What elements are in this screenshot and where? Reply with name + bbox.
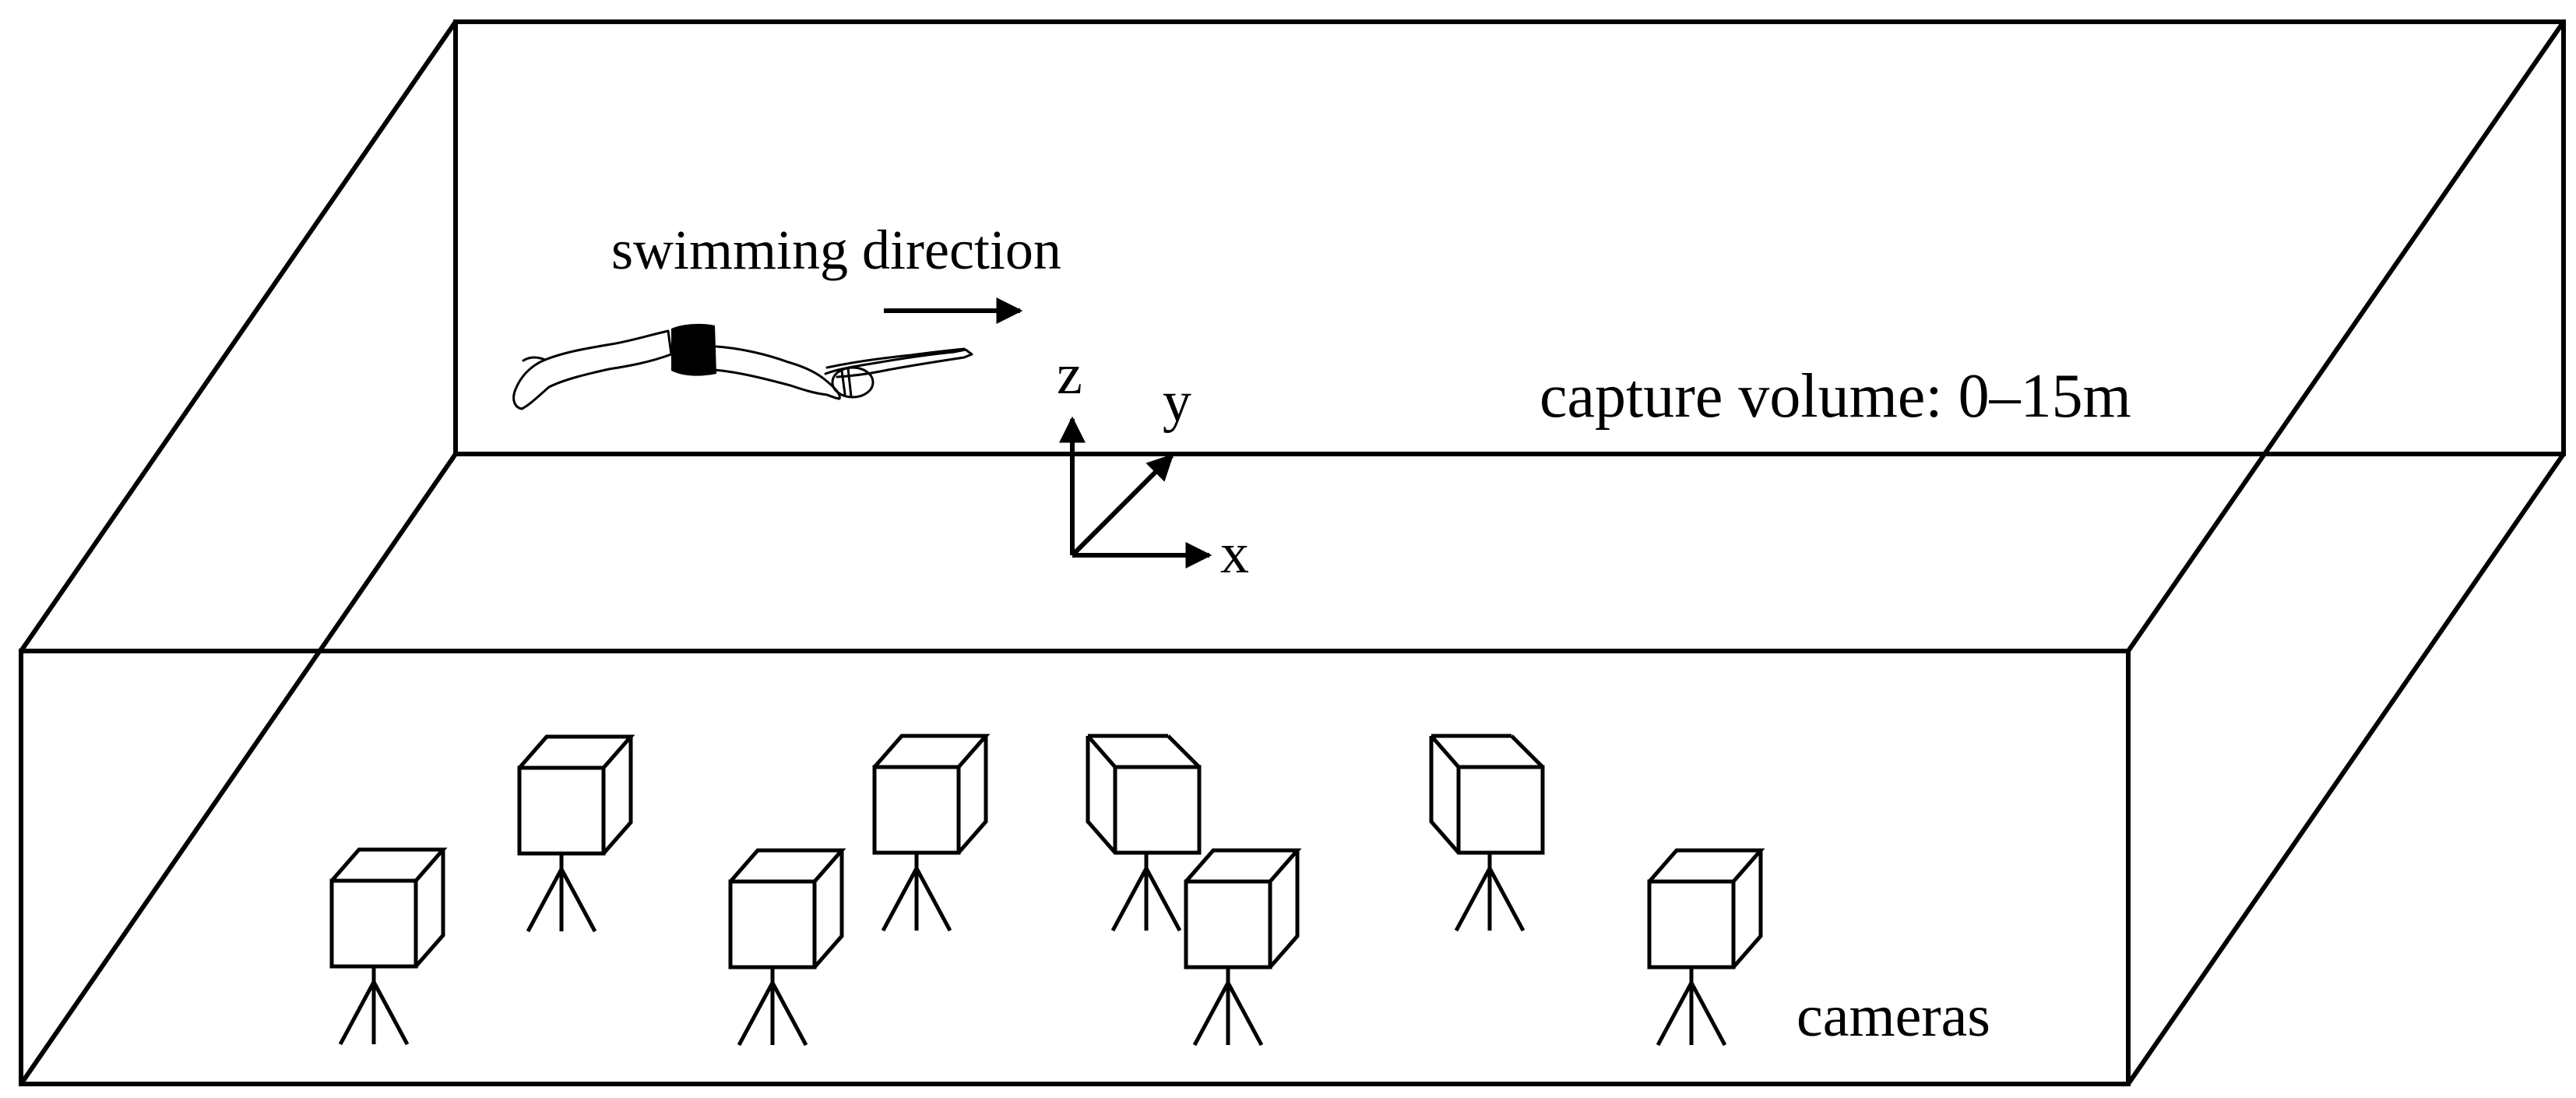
camera-icon — [332, 850, 443, 1044]
camera-icon — [1649, 850, 1761, 1045]
camera-icon — [875, 736, 986, 931]
swimsuit — [671, 323, 716, 376]
y-axis-label: y — [1163, 370, 1191, 434]
coordinate-axes — [1059, 416, 1212, 568]
capture-volume-label: capture volume: 0–15m — [1540, 362, 2131, 431]
camera-icon — [1431, 736, 1543, 931]
x-axis-label: x — [1220, 522, 1249, 586]
y-axis-arrow — [1070, 453, 1174, 558]
camera-icon — [730, 850, 842, 1045]
box-edge-bottom-right — [2126, 452, 2566, 1086]
box-edge-top-right — [2126, 20, 2566, 653]
box-edge-bottom-left — [19, 452, 458, 1086]
cameras-label: cameras — [1797, 984, 1990, 1049]
box-edge-top-left — [19, 20, 458, 653]
camera-icon — [1186, 850, 1297, 1045]
camera-icon — [519, 737, 631, 931]
box-back-face — [453, 19, 2566, 456]
camera-group — [332, 736, 1761, 1045]
capture-volume-box — [19, 19, 2566, 1086]
camera-icon — [1088, 736, 1199, 931]
z-axis-label: z — [1057, 343, 1082, 406]
swimming-direction-label: swimming direction — [611, 219, 1061, 281]
swimmer-icon — [512, 329, 973, 410]
box-front-face — [19, 649, 2131, 1086]
